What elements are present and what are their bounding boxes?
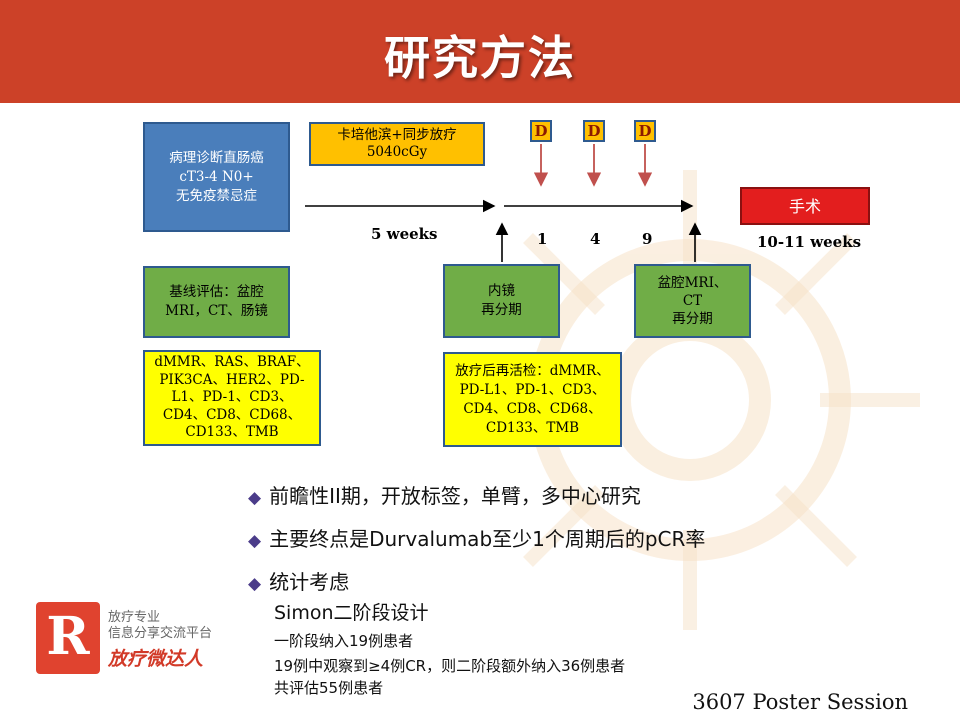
biomarker-line: L1、PD-1、CD3、 — [171, 389, 293, 406]
cycle-label: 1 — [537, 230, 548, 248]
mri-line: 再分期 — [672, 311, 713, 327]
biopsy-line: CD4、CD8、CD68、 — [463, 400, 602, 417]
endoscopy-line: 再分期 — [481, 302, 522, 318]
baseline-line: 基线评估：盆腔 — [169, 284, 264, 300]
baseline-assessment-box: 基线评估：盆腔 MRI，CT、肠镜 — [143, 266, 290, 338]
cycle-label: 4 — [590, 230, 601, 248]
chemo-line: 5040cGy — [366, 144, 428, 160]
mri-restaging-box: 盆腔MRI、 CT 再分期 — [634, 264, 751, 338]
diamond-bullet-icon: ◆ — [248, 574, 262, 594]
diagnosis-line: 无免疫禁忌症 — [176, 187, 257, 204]
baseline-biomarker-box: dMMR、RAS、BRAF、 PIK3CA、HER2、PD- L1、PD-1、C… — [143, 350, 321, 446]
biopsy-line: PD-L1、PD-1、CD3、 — [459, 381, 606, 398]
biopsy-line: 放疗后再活检：dMMR、 — [455, 362, 610, 379]
chemo-line: 卡培他滨+同步放疗 — [337, 127, 457, 143]
logo-brand-name: 放疗微达人 — [108, 648, 204, 670]
endoscopy-line: 内镜 — [488, 283, 515, 299]
cycle-label: 9 — [642, 230, 653, 248]
durvalumab-marker: D — [530, 120, 552, 142]
stats-line: 19例中观察到≥4例CR，则二阶段额外纳入36例患者 — [274, 657, 626, 675]
stats-line: 共评估55例患者 — [274, 679, 384, 697]
stats-design: Simon二阶段设计 — [274, 602, 429, 624]
biomarker-line: CD133、TMB — [185, 424, 279, 441]
biomarker-line: PIK3CA、HER2、PD- — [159, 371, 305, 388]
mri-line: 盆腔MRI、 — [657, 275, 728, 291]
bullet-text: 主要终点是Durvalumab至少1个周期后的pCR率 — [269, 527, 706, 551]
header-bar — [0, 0, 960, 103]
diamond-bullet-icon: ◆ — [248, 531, 262, 551]
baseline-line: MRI，CT、肠镜 — [165, 303, 268, 319]
surgery-box: 手术 — [740, 187, 870, 225]
bullet-text: 统计考虑 — [269, 570, 350, 594]
bullet-item: ◆ 统计考虑 — [248, 566, 349, 595]
biopsy-line: CD133、TMB — [485, 419, 580, 436]
diagnosis-line: 病理诊断直肠癌 — [169, 149, 264, 166]
post-rt-biopsy-box: 放疗后再活检：dMMR、 PD-L1、PD-1、CD3、 CD4、CD8、CD6… — [443, 352, 622, 447]
diagnosis-line: cT3-4 N0+ — [179, 168, 254, 185]
biomarker-line: dMMR、RAS、BRAF、 — [154, 354, 310, 371]
weeks-label-5: 5 weeks — [371, 225, 438, 243]
biomarker-line: CD4、CD8、CD68、 — [162, 406, 302, 423]
durvalumab-marker: D — [583, 120, 605, 142]
chemoradiation-box: 卡培他滨+同步放疗 5040cGy — [309, 122, 485, 166]
page-title: 研究方法 — [384, 31, 576, 85]
brand-logo: R — [36, 602, 100, 674]
bullet-item: ◆ 前瞻性II期，开放标签，单臂，多中心研究 — [248, 480, 641, 509]
durvalumab-marker: D — [634, 120, 656, 142]
poster-session-label: 3607 Poster Session — [692, 690, 908, 714]
logo-tagline: 信息分享交流平台 — [108, 626, 213, 641]
weeks-label-10-11: 10-11 weeks — [757, 233, 862, 251]
stats-line: 一阶段纳入19例患者 — [274, 632, 414, 650]
endoscopy-restaging-box: 内镜 再分期 — [443, 264, 560, 338]
mri-line: CT — [682, 293, 703, 309]
diamond-bullet-icon: ◆ — [248, 488, 262, 508]
bullet-item: ◆ 主要终点是Durvalumab至少1个周期后的pCR率 — [248, 523, 705, 552]
diagnosis-box: 病理诊断直肠癌 cT3-4 N0+ 无免疫禁忌症 — [143, 122, 290, 232]
logo-tagline: 放疗专业 — [108, 610, 161, 625]
bullet-text: 前瞻性II期，开放标签，单臂，多中心研究 — [269, 484, 641, 508]
